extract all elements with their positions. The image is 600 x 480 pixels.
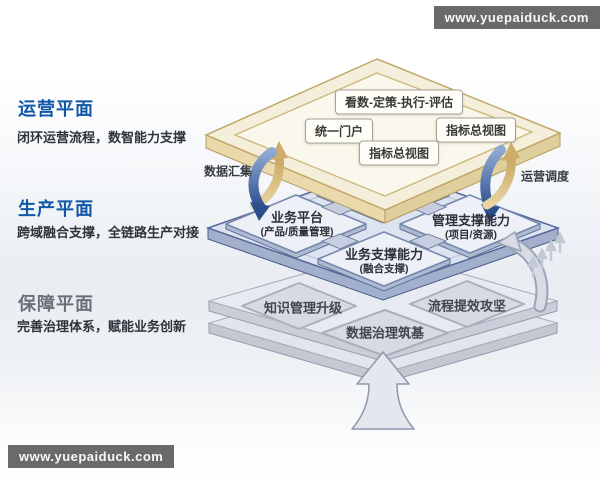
ascending-arrows xyxy=(526,231,567,277)
operations-box-portal: 统一门户 xyxy=(304,118,374,144)
support-plane-title: 保障平面 xyxy=(18,294,94,314)
data-collection-down-arrow xyxy=(248,147,277,221)
production-tile-business-platform: 业务平台 (产品/质量管理) xyxy=(260,209,334,238)
production-tile-business-support: 业务支撑能力 (融合支撑) xyxy=(344,246,424,275)
watermark-top-right: www.yuepaiduck.com xyxy=(433,6,600,29)
operations-plane-title: 运营平面 xyxy=(18,99,94,119)
operations-box-closed-loop: 看数-定策-执行-评估 xyxy=(335,89,463,115)
support-tile-data-governance: 数据治理筑基 xyxy=(345,325,425,341)
operations-box-metrics-view-bottom: 指标总视图 xyxy=(358,140,440,166)
data-collection-label: 数据汇集 xyxy=(203,164,253,179)
support-tile-knowledge: 知识管理升级 xyxy=(263,300,343,316)
watermark-bottom-left: www.yuepaiduck.com xyxy=(8,445,175,468)
support-to-production-arrow xyxy=(496,230,549,313)
operations-dispatch-label: 运营调度 xyxy=(520,169,570,184)
support-plane-subtitle: 完善治理体系，赋能业务创新 xyxy=(17,319,187,334)
support-tile-process: 流程提效攻坚 xyxy=(427,298,507,314)
support-plate xyxy=(207,250,559,362)
operations-plane-subtitle: 闭环运营流程，数智能力支撑 xyxy=(17,130,187,145)
foundation-up-arrow xyxy=(351,351,415,430)
operations-box-metrics-view-right: 指标总视图 xyxy=(435,117,517,143)
operations-dispatch-up-arrow xyxy=(482,142,520,210)
production-tile-management-support: 管理支撑能力 (项目/资源) xyxy=(431,212,511,241)
production-plane-title: 生产平面 xyxy=(18,199,94,219)
production-plane-subtitle: 跨域融合支撑，全链路生产对接 xyxy=(17,225,200,240)
